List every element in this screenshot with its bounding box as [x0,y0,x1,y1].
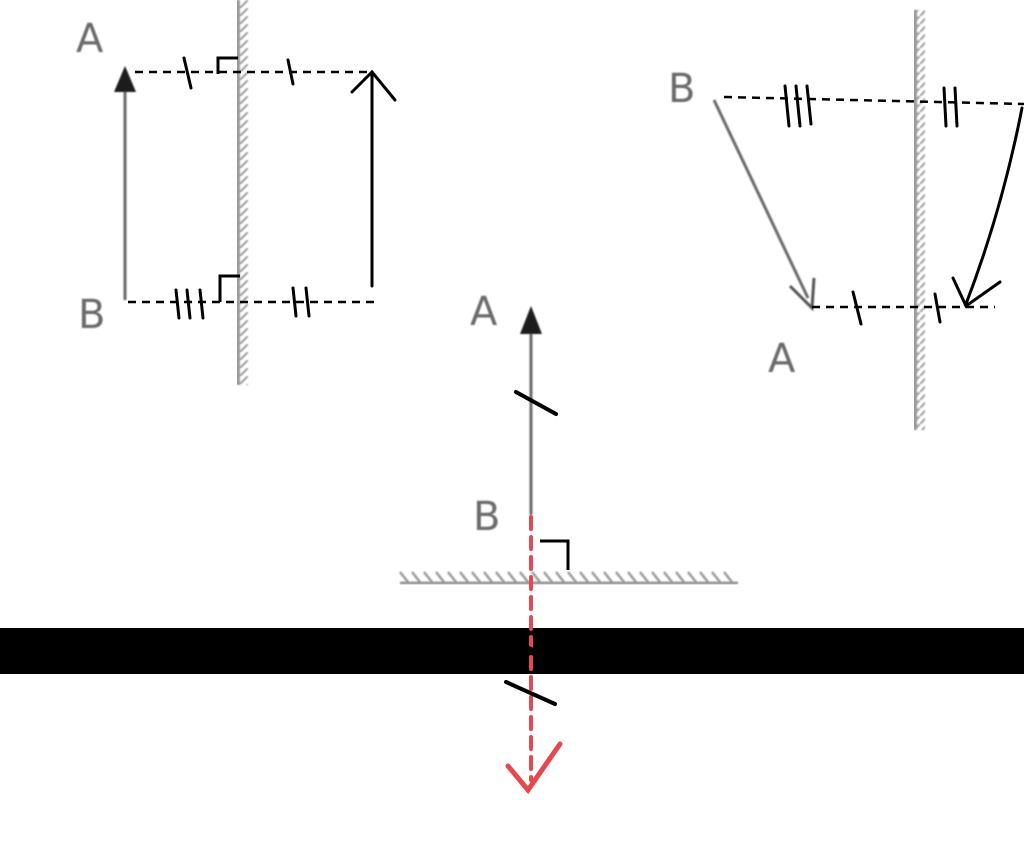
mirror-2 [913,10,925,430]
dashed-line-2-top [723,95,1024,106]
tick-mark-3-object [514,390,558,416]
label-3-top: A [470,289,498,335]
tick-marks-1-double [174,286,311,320]
mirror-3 [399,571,738,585]
figure-2-vertical-mirror: B A [668,10,1024,430]
label-2-bottom: A [768,336,796,382]
tick-marks-2-double [783,84,959,128]
image-arrow-1 [350,69,397,288]
tick-marks-2-single [851,290,942,326]
object-arrow-1 [114,66,136,300]
figure-1-vertical-mirror: A B [76,0,397,385]
label-3-bottom: B [473,494,500,540]
label-1-top: A [76,16,104,62]
right-angle-mark-3 [540,539,570,570]
label-2-top: B [668,66,695,112]
right-angle-mark-1-bottom [218,274,240,302]
label-1-bottom: B [78,292,105,338]
object-arrow-2 [712,99,816,312]
tick-marks-1-single [182,56,295,90]
tick-marks-3-image [504,646,562,706]
black-bar [0,628,1024,674]
figure-3-horizontal-mirror: A B [399,289,738,585]
mirror-1 [236,0,248,385]
right-angle-mark-1-top [216,56,238,74]
image-arrow-2 [951,106,1024,309]
object-arrow-3 [520,306,542,515]
